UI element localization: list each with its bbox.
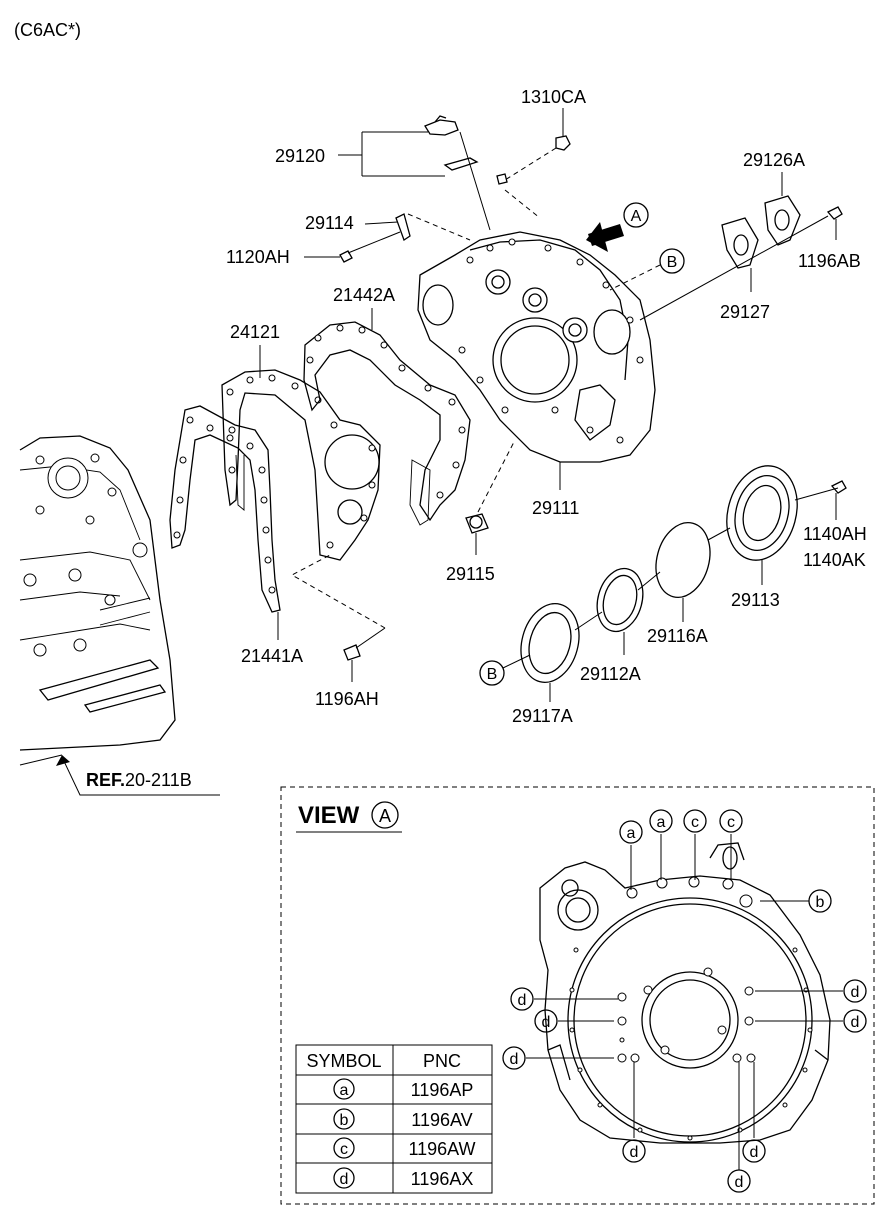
svg-text:d: d	[750, 1144, 759, 1161]
svg-text:B: B	[487, 666, 498, 683]
seal-29113	[726, 465, 798, 561]
ref-arrow-icon	[56, 755, 70, 766]
bolt-1140ah	[830, 480, 847, 494]
svg-text:d: d	[518, 992, 527, 1009]
table-row-symbol: a	[340, 1082, 349, 1099]
label-21442a: 21442A	[333, 285, 395, 305]
nut-1310ca	[555, 135, 571, 151]
table-header-pnc: PNC	[423, 1051, 461, 1071]
ref-bold: REF.	[86, 770, 125, 790]
table-row-symbol: b	[340, 1112, 349, 1129]
svg-text:b: b	[816, 894, 825, 911]
svg-text:d: d	[851, 984, 860, 1001]
callout-d-4: d	[843, 979, 867, 1003]
svg-text:d: d	[851, 1014, 860, 1031]
svg-text:d: d	[542, 1014, 551, 1031]
label-29111: 29111	[532, 498, 579, 518]
cover-29126a	[764, 195, 801, 246]
callout-d-2: d	[534, 1009, 558, 1033]
callout-a-2: a	[649, 809, 673, 833]
callout-b: b	[808, 889, 832, 913]
label-29113: 29113	[731, 590, 780, 610]
table-row-symbol: c	[340, 1141, 348, 1158]
callout-d-3: d	[502, 1046, 526, 1070]
bolt-1196ah	[343, 644, 361, 661]
callout-d-8: d	[727, 1169, 751, 1193]
label-21441a: 21441A	[241, 646, 303, 666]
ref-number: 20-211B	[125, 770, 192, 790]
table-row-symbol: d	[340, 1171, 349, 1188]
bracket-29114	[395, 213, 411, 241]
svg-text:A: A	[379, 806, 391, 826]
svg-text:c: c	[691, 814, 699, 831]
label-1120ah: 1120AH	[226, 247, 290, 267]
label-29120: 29120	[275, 146, 325, 166]
table-row-pnc: 1196AX	[411, 1169, 474, 1189]
view-callout-leaders	[526, 834, 843, 1170]
view-title: VIEW	[298, 802, 360, 829]
svg-text:c: c	[727, 814, 735, 831]
label-1140ak: 1140AK	[803, 550, 866, 570]
flywheel-housing-29111	[417, 231, 656, 463]
label-24121: 24121	[230, 322, 280, 342]
svg-text:A: A	[631, 208, 642, 225]
gasket-21442a	[303, 321, 471, 526]
svg-text:d: d	[735, 1174, 744, 1191]
label-1196ab: 1196AB	[798, 251, 861, 271]
table-row-pnc: 1196AV	[411, 1110, 472, 1130]
housing-rear-view	[539, 842, 831, 1144]
label-29126a: 29126A	[743, 150, 805, 170]
table-row-pnc: 1196AW	[408, 1139, 475, 1159]
label-29115: 29115	[446, 564, 495, 584]
label-1140ah: 1140AH	[803, 524, 867, 544]
model-code: (C6AC*)	[14, 20, 81, 40]
callout-c-2: c	[719, 809, 743, 833]
callout-a-1: a	[619, 820, 643, 844]
bolt-1196ab	[826, 206, 843, 220]
seal-29112a	[596, 567, 644, 633]
svg-text:B: B	[667, 254, 678, 271]
callout-c-1: c	[683, 809, 707, 833]
svg-text:a: a	[627, 825, 636, 842]
table-row-pnc: 1196AP	[411, 1080, 474, 1100]
gasket-24121	[221, 369, 381, 561]
engine-block-illustration	[19, 435, 176, 751]
label-1310ca: 1310CA	[521, 87, 586, 107]
seal-29117a	[520, 603, 580, 683]
callout-d-7: d	[742, 1139, 766, 1163]
ref-underline	[61, 756, 220, 796]
ref-leader	[19, 754, 63, 766]
label-29117a: 29117A	[512, 706, 573, 726]
svg-text:REF.20-211B: REF.20-211B	[86, 770, 192, 790]
view-marker-circle	[371, 801, 399, 829]
svg-text:d: d	[510, 1051, 519, 1068]
marker-b-lower-circle	[479, 660, 505, 686]
o-ring-29116a	[655, 522, 711, 598]
marker-b-upper-circle	[659, 248, 685, 274]
label-29127: 29127	[720, 302, 770, 322]
plug-29115	[465, 513, 489, 534]
svg-text:d: d	[630, 1144, 639, 1161]
view-a-box	[280, 786, 875, 1205]
marker-a-circle	[623, 202, 649, 228]
callout-d-6: d	[622, 1139, 646, 1163]
gasket-21441a	[169, 405, 281, 613]
symbol-table: SYMBOL PNC a 1196AP b 1196AV c 1196AW d …	[295, 1044, 493, 1194]
label-29114: 29114	[305, 213, 354, 233]
gasket-29127	[721, 217, 759, 269]
bolt-1120ah	[339, 250, 353, 263]
label-1196ah: 1196AH	[315, 689, 379, 709]
callout-d-5: d	[843, 1009, 867, 1033]
callout-d-1: d	[510, 987, 534, 1011]
svg-text:a: a	[657, 814, 666, 831]
label-29116a: 29116A	[647, 626, 708, 646]
label-29112a: 29112A	[580, 664, 641, 684]
table-header-symbol: SYMBOL	[306, 1051, 381, 1071]
